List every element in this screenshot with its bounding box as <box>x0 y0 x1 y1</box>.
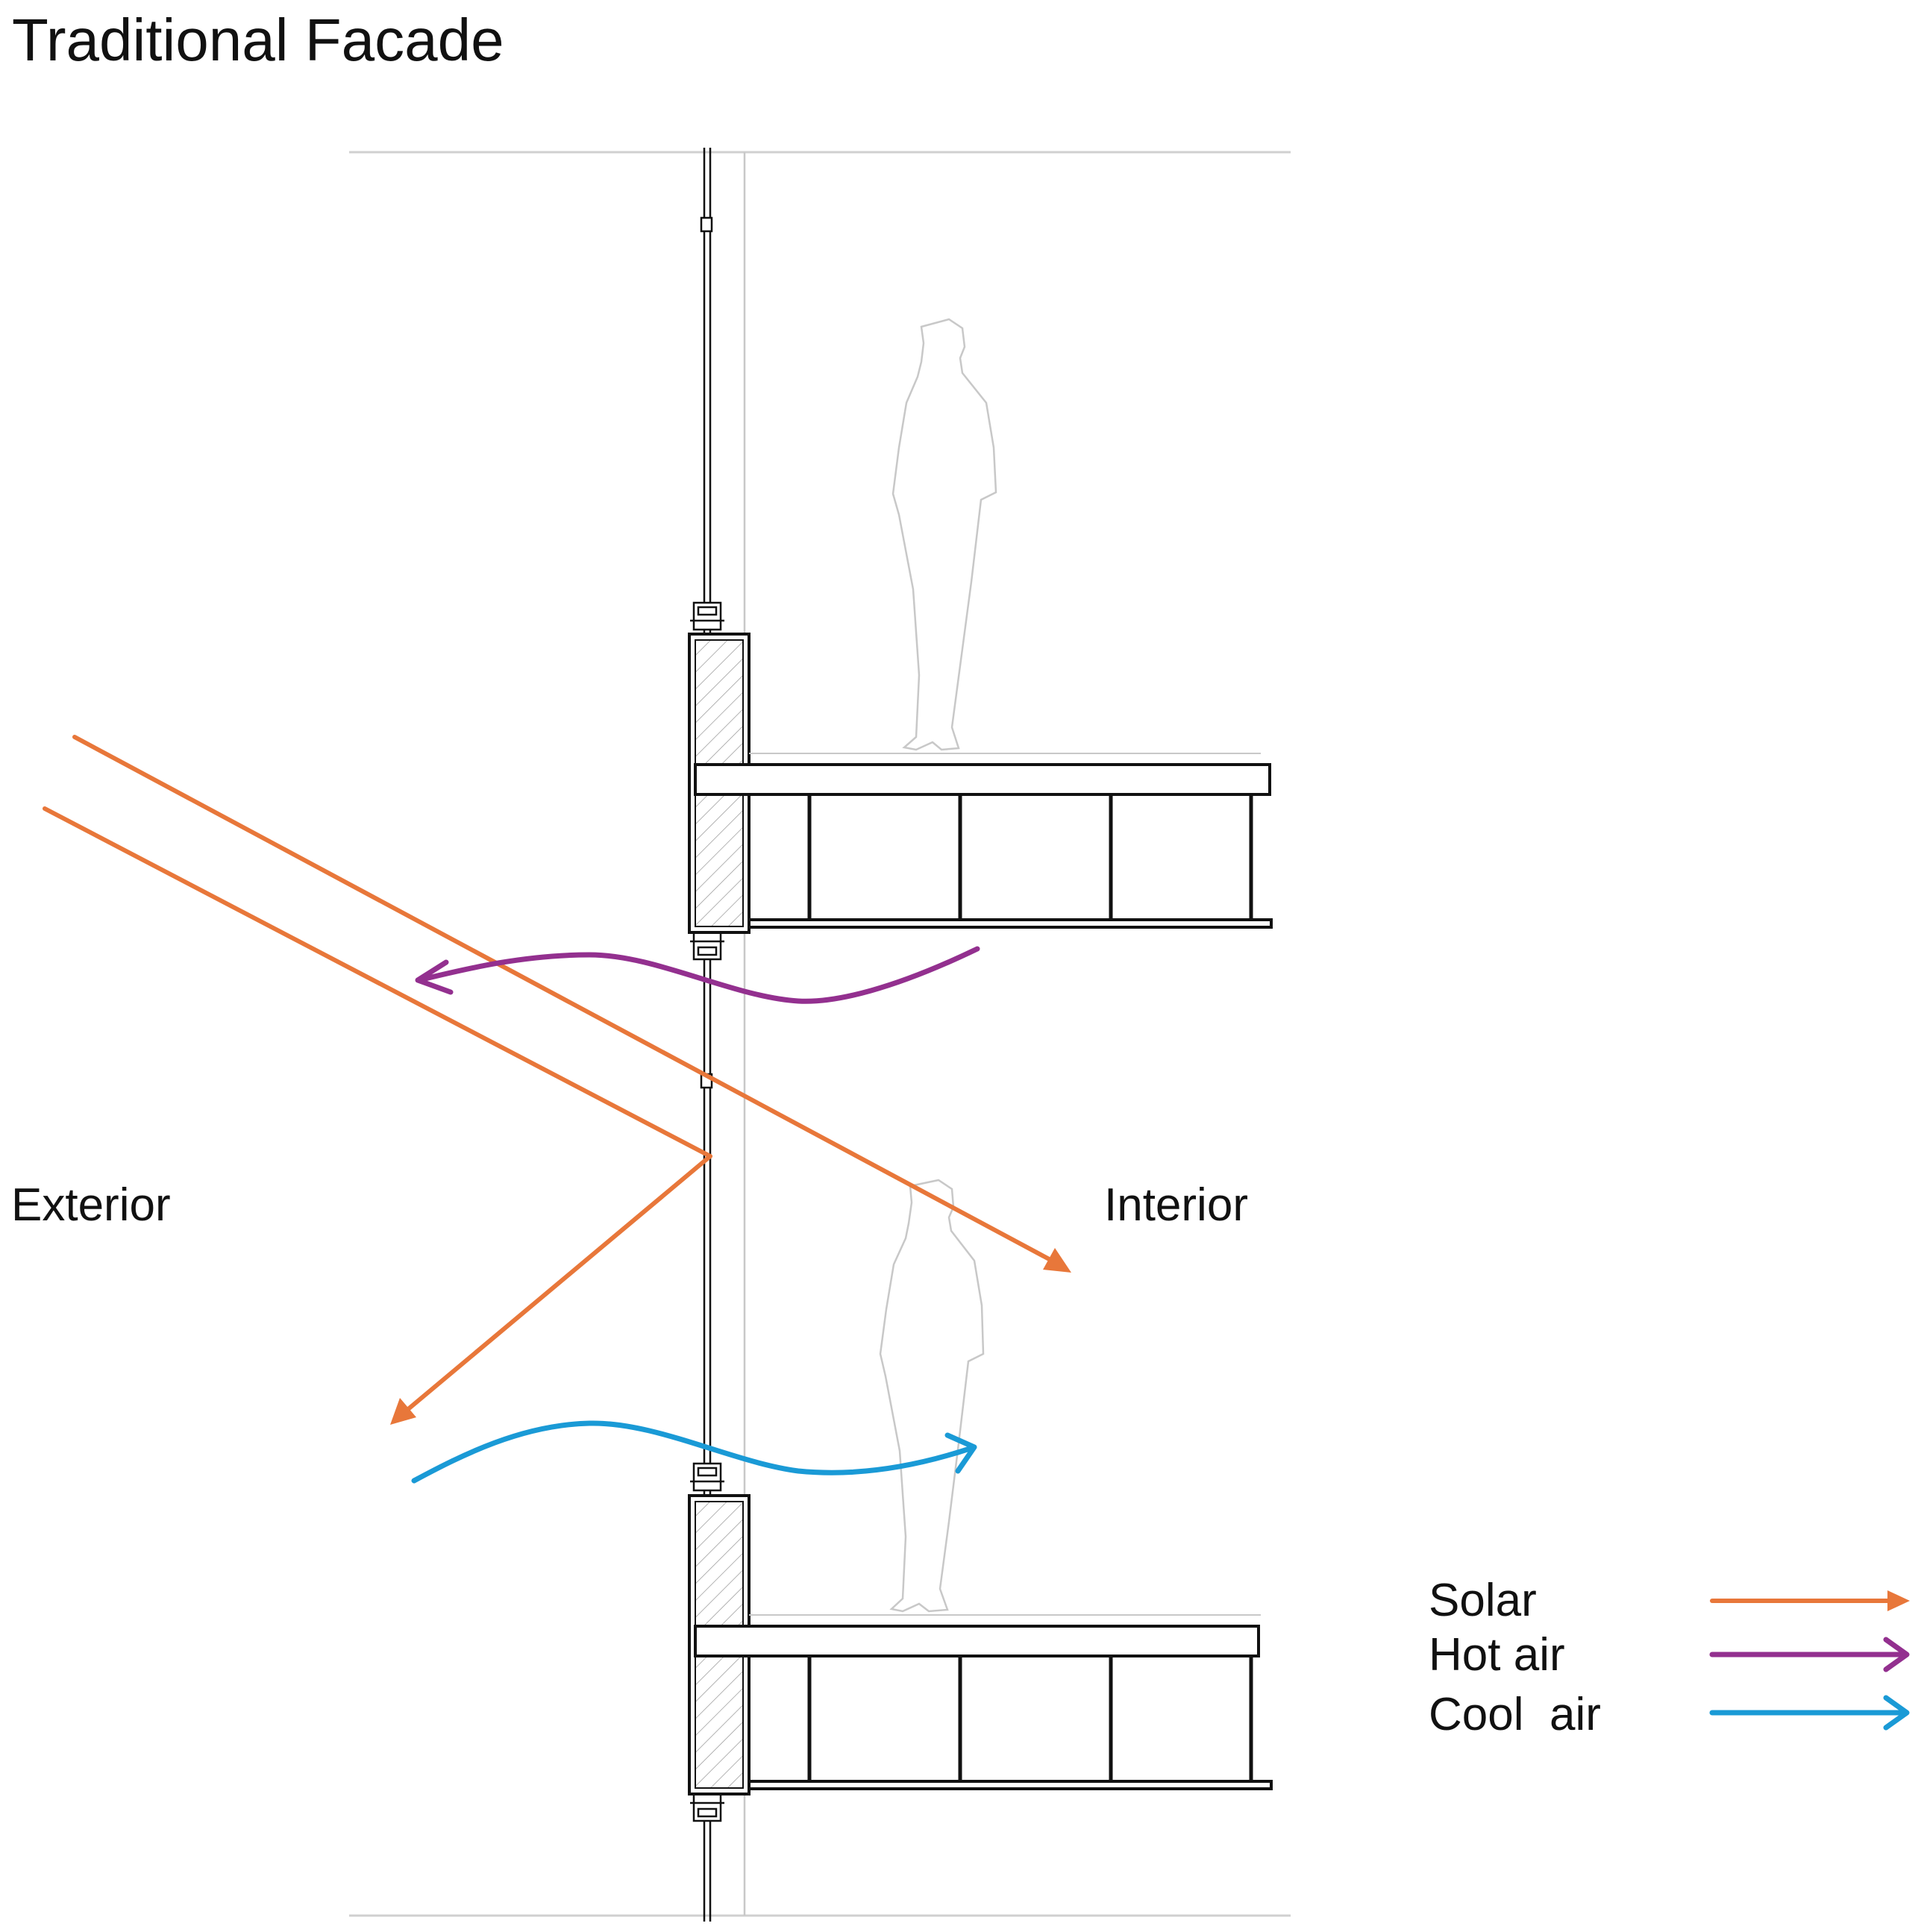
person-silhouettes <box>879 318 997 1613</box>
exterior-label: Exterior <box>11 1179 171 1231</box>
solar-ray-reflected-arrowhead <box>390 1398 416 1425</box>
solar-ray-reflected <box>401 1154 712 1416</box>
floor-lines <box>349 151 1291 1917</box>
mullion-upper-bottom <box>690 931 724 961</box>
person-upper <box>892 318 997 751</box>
legend-cool-air-arrowhead <box>1883 1695 1910 1731</box>
mullion-details <box>690 601 724 1822</box>
solar-ray-transmitted <box>72 735 1054 1263</box>
cool-air-arrowhead <box>944 1432 977 1474</box>
lower-concrete-deck <box>694 1625 1260 1657</box>
mullion-lower-bottom <box>690 1793 724 1822</box>
cool-air-flow <box>411 1420 977 1484</box>
mullion-upper-top <box>690 601 724 631</box>
upper-concrete-deck <box>694 763 1271 796</box>
interior-label: Interior <box>1104 1179 1248 1231</box>
legend-solar-label: Solar <box>1429 1575 1537 1626</box>
solar-rays <box>43 735 1071 1425</box>
legend-hot-air-arrowhead <box>1883 1637 1910 1672</box>
upper-floor-slab <box>688 633 1273 934</box>
hot-air-flow <box>415 946 980 1004</box>
person-lower <box>879 1179 985 1613</box>
mullion-lower-top <box>690 1462 724 1492</box>
cool-air-curve <box>411 1420 973 1484</box>
legend-hot-air-label: Hot air <box>1429 1629 1565 1681</box>
upper-beam-flange <box>748 918 1273 929</box>
legend-arrows <box>1709 1590 1910 1731</box>
hot-air-curve <box>422 946 980 1004</box>
lower-beam-flange <box>748 1780 1273 1790</box>
solar-ray-transmitted-arrowhead <box>1043 1248 1071 1273</box>
hot-air-arrowhead <box>415 959 454 995</box>
solar-ray-incident <box>43 806 712 1158</box>
legend-solar-arrowhead <box>1887 1590 1910 1611</box>
diagram-title: Traditional Facade <box>12 7 504 73</box>
lower-floor-slab <box>688 1494 1273 1795</box>
legend-cool-air-label: Cool air <box>1429 1689 1601 1740</box>
